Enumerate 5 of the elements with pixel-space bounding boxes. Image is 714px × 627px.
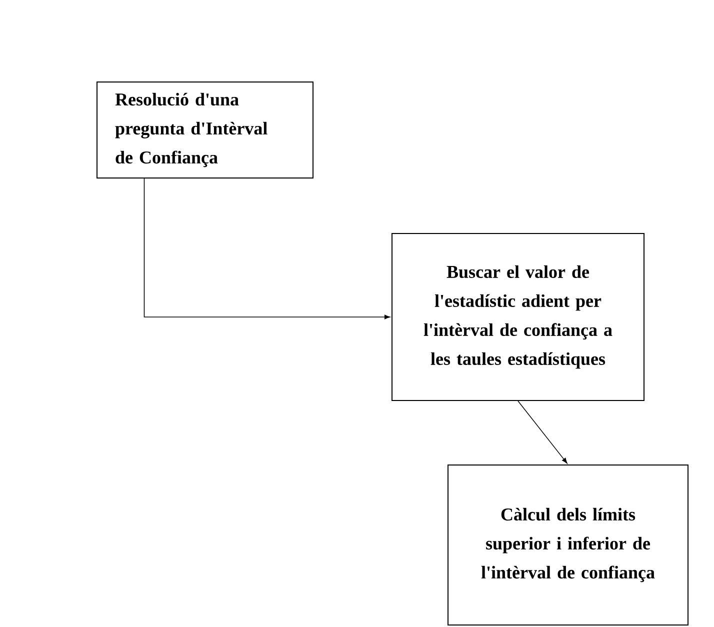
process-box: Buscar el valor de l'estadístic adient per l'intèrval de confiança a les taules estadístiques: [392, 233, 644, 401]
process-box: Resolució d'una pregunta d'Intèrval de Confiança: [96, 82, 314, 178]
process-box: Càlcul dels límits superior i inferior de l'intèrval de confiança: [448, 464, 688, 626]
arrow: [518, 400, 568, 464]
arrow: [144, 178, 390, 320]
